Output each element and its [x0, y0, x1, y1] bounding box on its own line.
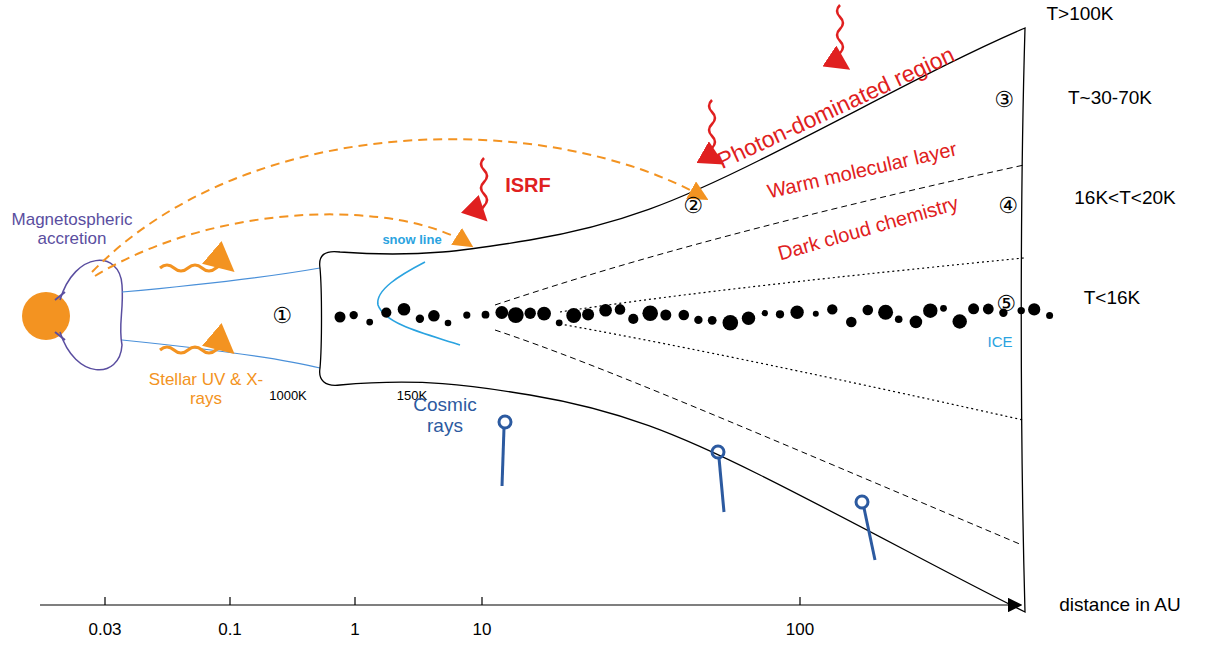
callout-text: ④ [998, 193, 1018, 218]
dust-grain [508, 307, 524, 323]
callout-number: ② [683, 194, 703, 218]
dust-grain [1018, 307, 1025, 314]
dust-grain [895, 316, 903, 324]
dust-grain [790, 306, 803, 319]
dust-grain [660, 310, 671, 321]
dust-grain [615, 304, 626, 315]
diagram-label: ISRF [505, 174, 551, 196]
dust-grain [642, 305, 658, 321]
diagram-label: 1 [350, 621, 359, 640]
dust-grain [556, 319, 563, 326]
dust-grain [416, 315, 424, 323]
dust-grain [910, 316, 923, 329]
callout-text: ⑤ [996, 291, 1016, 316]
dust-grain [428, 310, 440, 322]
dust-grain [878, 305, 893, 320]
dust-grain [566, 308, 581, 323]
diagram-label: 10 [473, 621, 492, 640]
dust-grain [582, 308, 594, 320]
dust-grain [762, 310, 768, 316]
dust-grain [398, 303, 411, 316]
dust-grain [525, 308, 536, 319]
dust-grain [953, 314, 967, 328]
diagram-label: 1000K [269, 389, 307, 403]
dust-grain [983, 304, 994, 315]
dust-grain [366, 319, 373, 326]
diagram-label: Magnetospheric accretion [7, 211, 137, 248]
diagram-label: 100 [786, 621, 814, 640]
callout-number: ③ [994, 88, 1014, 112]
callout-number: ① [272, 304, 292, 328]
diagram-label: T~30-70K [1068, 88, 1152, 109]
dust-grain [863, 305, 874, 316]
dust-grain [381, 308, 391, 318]
dust-grain [537, 307, 551, 321]
diagram-label: ICE [987, 334, 1012, 351]
dust-grain [482, 311, 490, 319]
dust-grain [968, 303, 979, 314]
dust-grain [445, 320, 452, 327]
callout-text: ③ [994, 87, 1014, 112]
callout-text: ② [683, 193, 703, 218]
diagram-label: Warm molecular layer [765, 137, 959, 202]
callout-number: ⑤ [996, 292, 1016, 316]
dust-grain [723, 315, 739, 331]
dust-grain [813, 311, 819, 317]
dust-grain [846, 317, 857, 328]
diagram-label: distance in AU [1059, 595, 1180, 616]
diagram-label: snow line [382, 233, 441, 247]
diagram-label: Stellar UV & X-rays [141, 371, 271, 408]
diagram-label: 0.1 [218, 621, 242, 640]
dust-grain [335, 312, 346, 323]
disk-outline [320, 28, 1025, 612]
dust-grain [599, 304, 612, 317]
diagram-label: Dark cloud chemistry [775, 192, 961, 265]
dust-grain [694, 316, 702, 324]
dust-grain [776, 310, 784, 318]
star [22, 292, 70, 340]
diagram-label: 16K<T<20K [1074, 188, 1175, 209]
dust-grain [940, 305, 947, 312]
dust-grain [923, 304, 937, 318]
dust-grain [495, 306, 508, 319]
diagram-label: 0.03 [88, 621, 121, 640]
dust-grain [628, 314, 638, 324]
dust-grain [1028, 303, 1040, 315]
magnetosphere [60, 260, 122, 369]
callout-text: ① [272, 303, 292, 328]
callout-number: ④ [998, 194, 1018, 218]
dust-grains [335, 303, 1054, 331]
dust-grain [679, 310, 690, 321]
dust-grain [708, 316, 717, 325]
dust-grain [742, 312, 755, 325]
diagram-label: T<16K [1084, 288, 1141, 309]
diagram-label: Cosmic rays [405, 395, 485, 437]
diagram-label: T>100K [1046, 4, 1113, 25]
dust-grain [350, 311, 358, 319]
dust-grain [463, 312, 470, 319]
dust-grain [827, 304, 837, 314]
dust-grain [1046, 312, 1053, 319]
